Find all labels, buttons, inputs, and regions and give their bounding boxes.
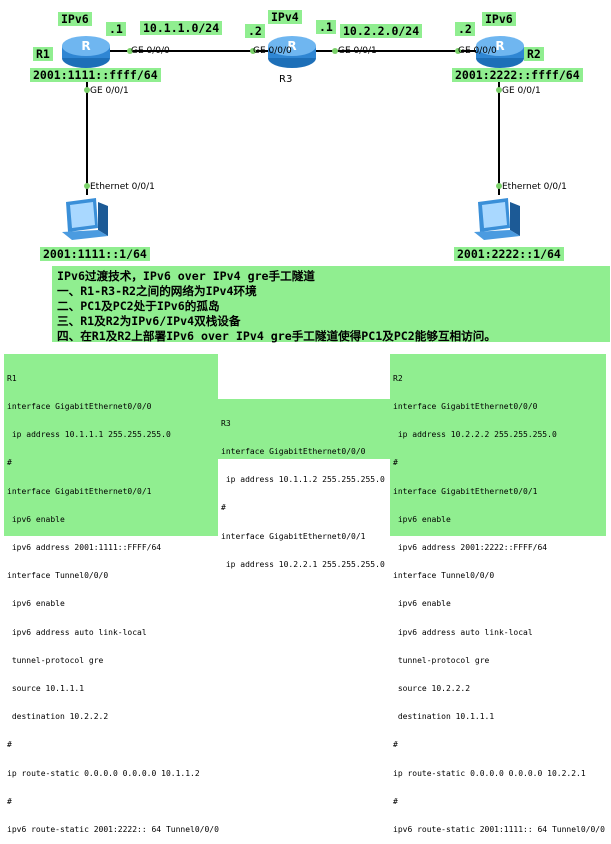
port-dot-r1-ge001	[84, 87, 90, 93]
note-line: IPv6过渡技术，IPv6 over IPv4 gre手工隧道	[57, 269, 315, 283]
config-line: ipv6 address 2001:2222::FFFF/64	[393, 543, 548, 553]
config-line: #	[7, 458, 12, 468]
config-line: R2	[393, 373, 403, 383]
r3-proto-label: IPv4	[268, 10, 302, 24]
pc2-ipv6-label: 2001:2222::1/64	[454, 247, 564, 261]
config-line: interface Tunnel0/0/0	[7, 571, 109, 581]
r3-ge001-label: GE 0/0/1	[338, 46, 377, 56]
config-line: tunnel-protocol gre	[7, 655, 104, 665]
config-line: ip address 10.1.1.2 255.255.255.0	[221, 475, 385, 485]
config-line: ipv6 route-static 2001:1111:: 64 Tunnel0…	[393, 825, 605, 835]
port-dot-r3-ge001	[332, 48, 338, 54]
r1-ge001-label: GE 0/0/1	[90, 86, 129, 96]
r1-ipv6-label: 2001:1111::ffff/64	[30, 68, 161, 82]
config-line: ip address 10.2.2.2 255.255.255.0	[393, 430, 557, 440]
config-line: ipv6 enable	[7, 599, 65, 609]
config-line: #	[7, 740, 12, 750]
r1-ge000-label: GE 0/0/0	[131, 46, 170, 56]
config-line: #	[393, 740, 398, 750]
pc2-port-label: Ethernet 0/0/1	[502, 182, 567, 192]
config-line: interface GigabitEthernet0/0/0	[393, 402, 538, 412]
r2-ipv6-label: 2001:2222::ffff/64	[452, 68, 583, 82]
pc1-ipv6-label: 2001:1111::1/64	[40, 247, 150, 261]
config-line: ip route-static 0.0.0.0 0.0.0.0 10.2.2.1	[393, 768, 586, 778]
r3-octet-right-label: .1	[316, 20, 336, 34]
r2-octet-label: .2	[455, 22, 475, 36]
config-line: #	[7, 796, 12, 806]
config-line: interface GigabitEthernet0/0/1	[7, 486, 152, 496]
config-line: ipv6 route-static 2001:2222:: 64 Tunnel0…	[7, 825, 219, 835]
config-line: interface Tunnel0/0/0	[393, 571, 495, 581]
note-line: 一、R1-R3-R2之间的网络为IPv4环境	[57, 284, 257, 298]
port-dot-r1-ge000	[127, 48, 133, 54]
config-r1: R1 interface GigabitEthernet0/0/0 ip add…	[4, 354, 219, 834]
config-line: #	[393, 458, 398, 468]
config-line: interface GigabitEthernet0/0/0	[7, 402, 152, 412]
svg-text:R: R	[287, 39, 296, 53]
config-line: interface GigabitEthernet0/0/0	[221, 447, 366, 457]
config-line: ipv6 enable	[393, 514, 451, 524]
config-line: ip address 10.1.1.1 255.255.255.0	[7, 430, 171, 440]
config-line: ip address 10.2.2.1 255.255.255.0	[221, 559, 385, 569]
r2-ge001-label: GE 0/0/1	[502, 86, 541, 96]
port-dot-pc2	[496, 183, 502, 189]
r3-name-label: R3	[279, 74, 293, 85]
link-r1-r3	[86, 50, 291, 52]
pc1-icon[interactable]	[58, 196, 114, 242]
config-r2: R2 interface GigabitEthernet0/0/0 ip add…	[390, 354, 606, 834]
config-line: #	[221, 503, 226, 513]
config-line: ipv6 enable	[393, 599, 451, 609]
r2-ge000-label: GE 0/0/0	[458, 46, 497, 56]
config-line: source 10.1.1.1	[7, 684, 85, 694]
svg-text:R: R	[81, 39, 90, 53]
config-line: #	[393, 796, 398, 806]
note-line: 三、R1及R2为IPv6/IPv4双栈设备	[57, 314, 241, 328]
port-dot-pc1	[84, 183, 90, 189]
r1-name-label: R1	[33, 47, 53, 61]
port-dot-r2-ge001	[496, 87, 502, 93]
link-r1-pc1	[86, 70, 88, 195]
r1-octet-label: .1	[106, 22, 126, 36]
r2-proto-label: IPv6	[482, 12, 516, 26]
config-line: interface GigabitEthernet0/0/1	[221, 531, 366, 541]
link-r2-pc2	[498, 70, 500, 195]
config-line: interface GigabitEthernet0/0/1	[393, 486, 538, 496]
r1-proto-label: IPv6	[58, 12, 92, 26]
link-r3-r2	[291, 50, 501, 52]
pc2-icon[interactable]	[470, 196, 526, 242]
config-line: R3	[221, 418, 231, 428]
svg-text:R: R	[495, 39, 504, 53]
r2-name-label: R2	[524, 47, 544, 61]
description-notes: IPv6过渡技术，IPv6 over IPv4 gre手工隧道 一、R1-R3-…	[52, 266, 610, 343]
router-r3-icon[interactable]: R	[266, 32, 318, 70]
config-line: destination 10.2.2.2	[7, 712, 109, 722]
port-dot-r3-ge000	[250, 48, 256, 54]
port-dot-r2-ge000	[455, 48, 461, 54]
note-line: 二、PC1及PC2处于IPv6的孤岛	[57, 299, 220, 313]
config-r3: R3 interface GigabitEthernet0/0/0 ip add…	[218, 399, 390, 569]
router-r1-icon[interactable]: R	[60, 32, 112, 70]
config-line: source 10.2.2.2	[393, 684, 471, 694]
config-line: R1	[7, 373, 17, 383]
r3-ge000-label: GE 0/0/0	[253, 46, 292, 56]
pc1-port-label: Ethernet 0/0/1	[90, 182, 155, 192]
config-line: ipv6 enable	[7, 514, 65, 524]
r3-octet-left-label: .2	[245, 24, 265, 38]
net-right-label: 10.2.2.0/24	[340, 24, 423, 38]
config-line: destination 10.1.1.1	[393, 712, 495, 722]
config-line: ipv6 address auto link-local	[393, 627, 533, 637]
config-line: tunnel-protocol gre	[393, 655, 490, 665]
config-line: ip route-static 0.0.0.0 0.0.0.0 10.1.1.2	[7, 768, 200, 778]
net-left-label: 10.1.1.0/24	[140, 21, 223, 35]
router-r2-icon[interactable]: R	[474, 32, 526, 70]
note-line: 四、在R1及R2上部署IPv6 over IPv4 gre手工隧道使得PC1及P…	[57, 329, 496, 343]
config-line: ipv6 address 2001:1111::FFFF/64	[7, 543, 162, 553]
config-line: ipv6 address auto link-local	[7, 627, 147, 637]
